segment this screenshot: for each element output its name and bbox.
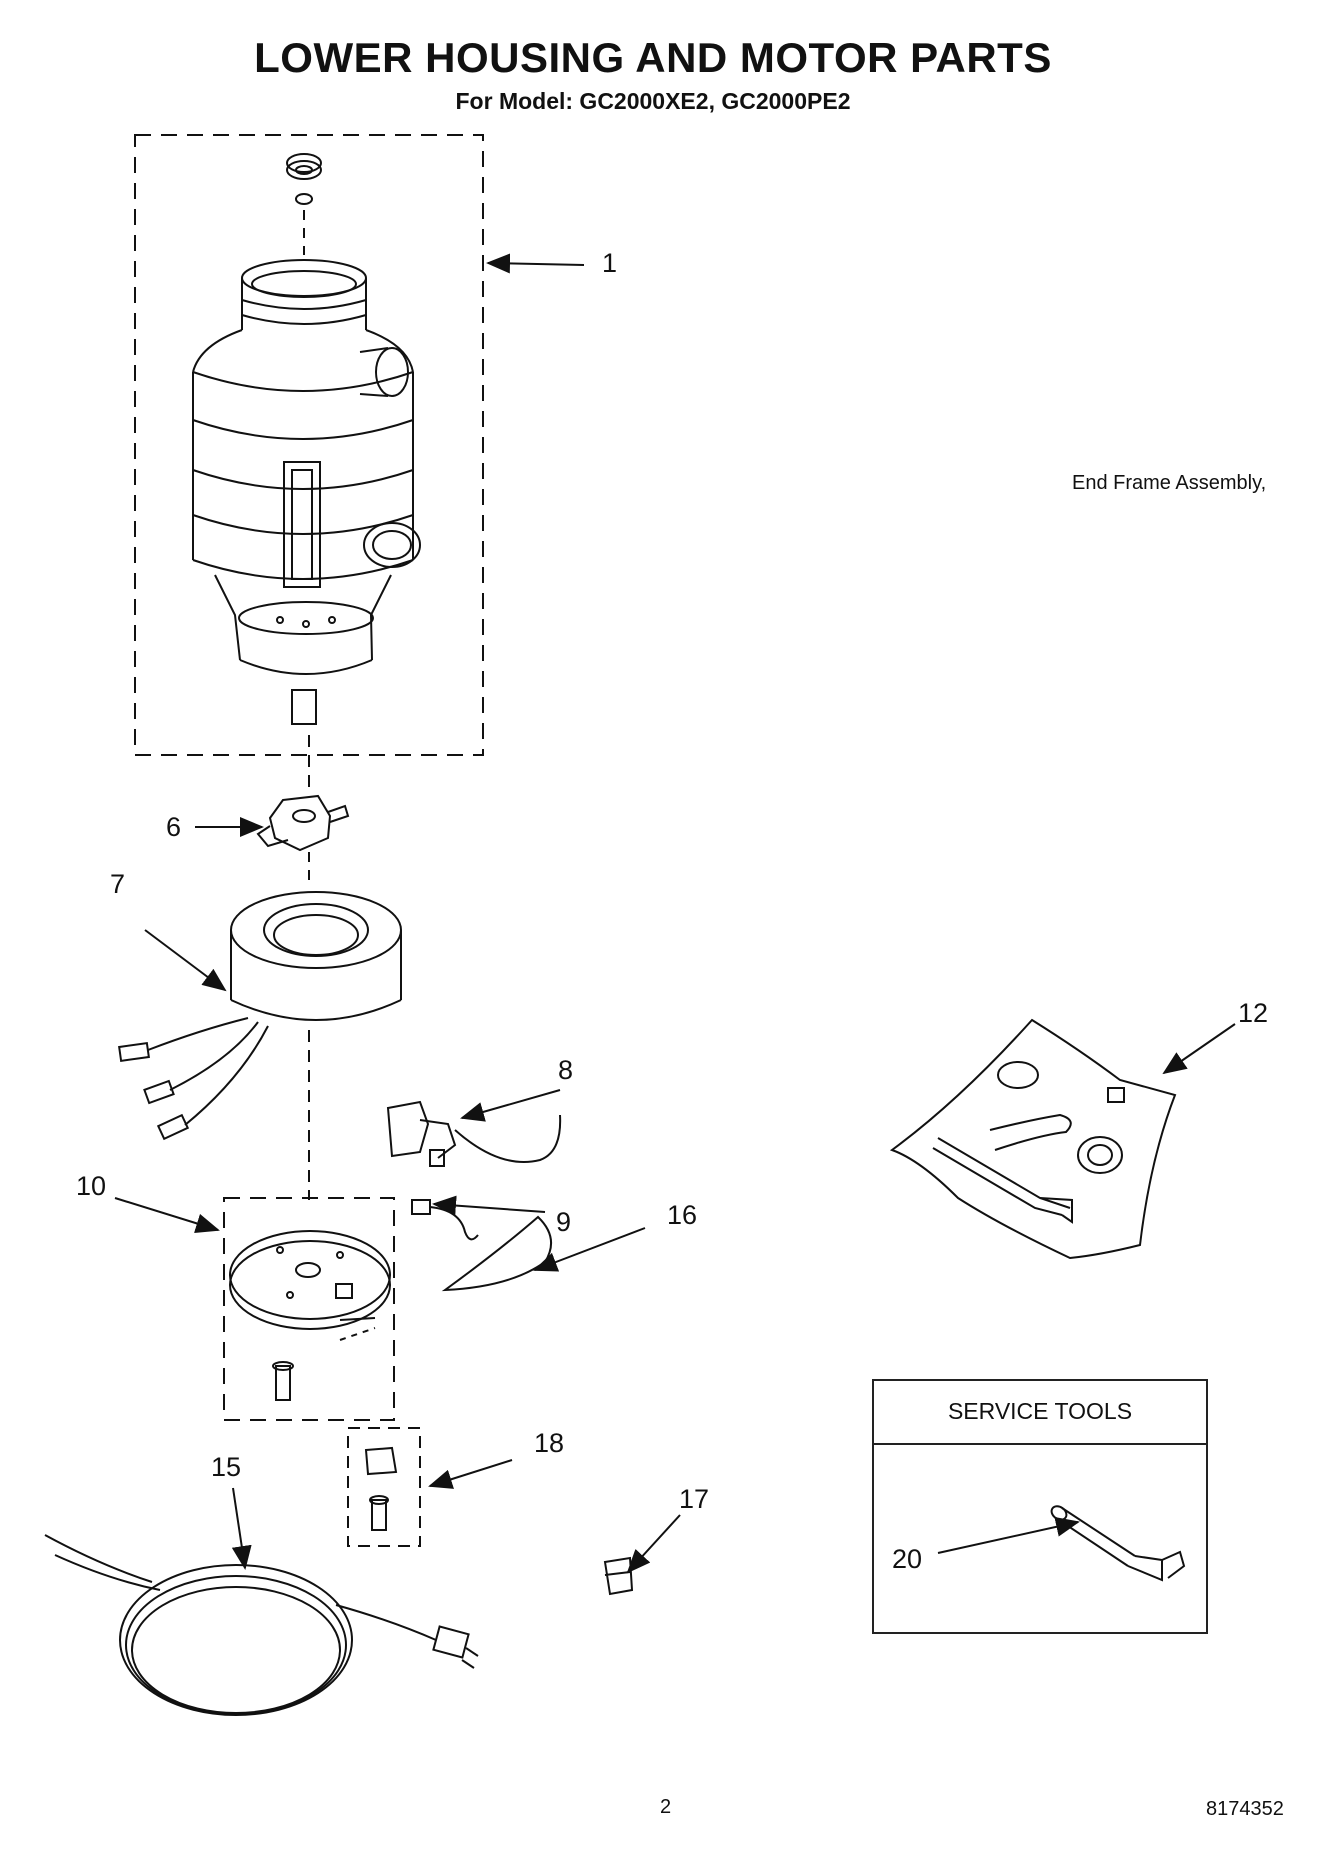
service-wrench-part (1050, 1505, 1186, 1582)
document-number: 8174352 (1206, 1798, 1284, 1820)
callout-17: 17 (679, 1484, 709, 1514)
mounting-plate-part (229, 1230, 391, 1341)
rotor-bracket-part (256, 794, 350, 852)
service-tools-box: SERVICE TOOLS (872, 1379, 1208, 1634)
callout-9: 9 (556, 1207, 571, 1237)
callout-1: 1 (602, 248, 617, 278)
hardware-bag-part (889, 1018, 1177, 1260)
cover-plate-part (364, 1446, 398, 1531)
callout-6: 6 (166, 812, 181, 842)
page-title: LOWER HOUSING AND MOTOR PARTS (254, 34, 1052, 81)
housing-assembly-box (134, 134, 484, 756)
service-tools-heading: SERVICE TOOLS (874, 1381, 1206, 1445)
mounting-screw (272, 1361, 294, 1401)
clip-part (603, 1556, 634, 1596)
callout-18: 18 (534, 1428, 564, 1458)
callout-15: 15 (211, 1452, 241, 1482)
mounting-plate-box (223, 1197, 395, 1421)
power-cord-part (44, 1534, 479, 1716)
callout-20: 20 (892, 1544, 922, 1574)
switch-part (386, 1100, 562, 1167)
model-subtitle: For Model: GC2000XE2, GC2000PE2 (455, 88, 851, 114)
end-frame-note: End Frame Assembly, (1072, 472, 1267, 494)
callout-12: 12 (1238, 998, 1268, 1028)
stator-part (118, 891, 402, 1141)
callout-7: 7 (110, 869, 125, 899)
callout-10: 10 (76, 1171, 106, 1201)
shield-part (441, 1215, 553, 1292)
cover-screw-box (347, 1427, 421, 1547)
lower-housing-part (192, 153, 421, 725)
callout-8: 8 (558, 1055, 573, 1085)
callout-16: 16 (667, 1200, 697, 1230)
page-number: 2 (660, 1796, 672, 1818)
